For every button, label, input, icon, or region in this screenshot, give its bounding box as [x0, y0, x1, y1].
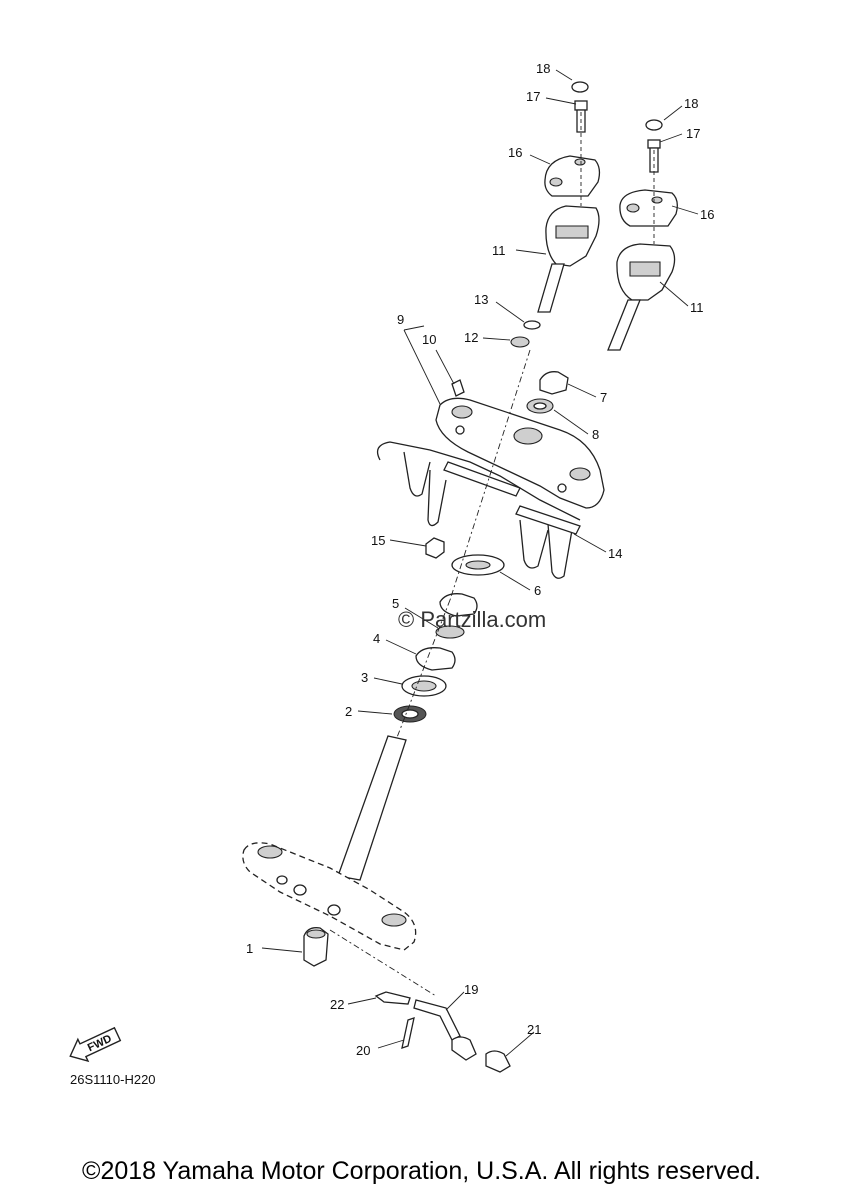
callout-17-right: 17 — [686, 126, 700, 141]
cap-18-left — [571, 81, 589, 93]
callout-15: 15 — [371, 533, 385, 548]
reference-code: 26S1110-H220 — [70, 1072, 156, 1087]
clamp-16-left — [544, 155, 601, 197]
callout-12: 12 — [464, 330, 478, 345]
callout-labels: 1 2 3 4 5 6 7 8 9 10 11 11 12 13 14 15 1… — [246, 61, 714, 1058]
bolt-20 — [401, 1017, 415, 1049]
callout-18-left: 18 — [536, 61, 550, 76]
nut-7 — [539, 371, 569, 395]
callout-21: 21 — [527, 1022, 541, 1037]
left-riser-assembly — [510, 81, 601, 348]
cap-18-right — [645, 119, 663, 131]
lower-parts — [329, 929, 511, 1073]
under-bracket — [242, 842, 417, 951]
callout-2: 2 — [345, 704, 352, 719]
copyright-notice: ©2018 Yamaha Motor Corporation, U.S.A. A… — [82, 1157, 761, 1185]
callout-5: 5 — [392, 596, 399, 611]
steering-stack — [393, 349, 531, 741]
callout-1: 1 — [246, 941, 253, 956]
callout-16-right: 16 — [700, 207, 714, 222]
washer-12 — [510, 336, 530, 348]
fwd-arrow: FWD — [69, 1026, 122, 1063]
riser-stud-11-right — [607, 299, 641, 351]
bolt-head-17-left — [574, 100, 588, 111]
callout-18-right: 18 — [684, 96, 698, 111]
bracket-19 — [413, 999, 461, 1041]
ring-nut-4 — [415, 647, 456, 671]
callout-20: 20 — [356, 1043, 370, 1058]
riser-stud-11-left — [537, 263, 565, 313]
part-21 — [485, 1050, 511, 1073]
callout-10: 10 — [422, 332, 436, 347]
callout-17-left: 17 — [526, 89, 540, 104]
lock-washer-5 — [435, 625, 465, 639]
watermark: © Partzilla.com — [398, 607, 547, 632]
callout-7: 7 — [600, 390, 607, 405]
callout-13: 13 — [474, 292, 488, 307]
leader-lines — [261, 69, 699, 1057]
upper-bracket — [435, 371, 605, 509]
callout-3: 3 — [361, 670, 368, 685]
bolt-10 — [451, 379, 465, 397]
wire-guide-14 — [376, 441, 581, 579]
clamp-16-right — [619, 189, 678, 227]
bolt-head-17-right — [647, 139, 661, 149]
callout-11-left: 11 — [492, 243, 506, 258]
callout-8: 8 — [592, 427, 599, 442]
bolt-22 — [374, 991, 411, 1005]
callout-4: 4 — [373, 631, 380, 646]
callout-9: 9 — [397, 312, 404, 327]
ring-nut-upper — [439, 593, 478, 617]
fwd-arrow-icon — [69, 1026, 122, 1063]
callout-19: 19 — [464, 982, 478, 997]
steering-stem — [337, 735, 407, 881]
fwd-label: FWD — [86, 1033, 114, 1054]
nut-15 — [425, 537, 445, 559]
under-bracket-assembly — [242, 735, 417, 967]
upper-bracket-9 — [435, 397, 605, 509]
washer-13 — [523, 320, 541, 330]
callout-6: 6 — [534, 583, 541, 598]
callout-14: 14 — [608, 546, 622, 561]
right-riser-assembly — [607, 119, 678, 351]
callout-22: 22 — [330, 997, 344, 1012]
callout-11-right: 11 — [690, 300, 704, 315]
callout-16-left: 16 — [508, 145, 522, 160]
